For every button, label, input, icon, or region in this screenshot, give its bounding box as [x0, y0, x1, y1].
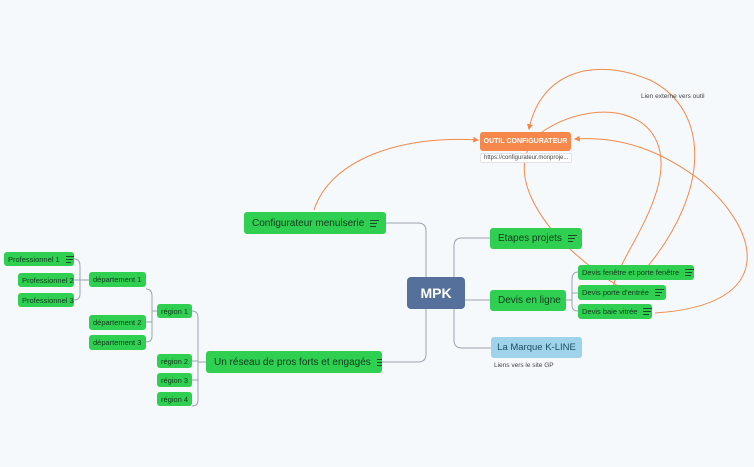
region-label: région 2 [161, 356, 189, 366]
note-lines-icon [562, 233, 577, 244]
note-lines-icon [60, 254, 74, 265]
devis-child-label: Devis baie vitrée [582, 307, 638, 316]
arrow-devis2-loop [523, 111, 662, 288]
tool-annotation: Lien externe vers outil [641, 93, 705, 100]
connector-reseau-regions [191, 310, 206, 407]
devis-child-2[interactable]: Devis porte d'entrée [578, 285, 666, 300]
connector-root-configurateur [386, 222, 427, 291]
region-label: région 1 [161, 306, 189, 316]
professionnel-2[interactable]: Professionnel 2 [18, 273, 74, 287]
professionnel-3[interactable]: Professionnel 3 [18, 293, 74, 307]
professionnel-label: Professionnel 2 [22, 275, 74, 285]
note-lines-icon [364, 218, 380, 229]
note-lines-icon [371, 357, 382, 368]
tool-node[interactable]: OUTIL CONFIGURATEUR [480, 132, 571, 151]
professionnel-1[interactable]: Professionnel 1 [4, 252, 74, 266]
connector-devis-children [566, 271, 579, 312]
departement-label: département 2 [93, 318, 142, 327]
region-label: région 4 [161, 394, 189, 404]
note-lines-icon [679, 267, 694, 278]
arrow-devis3-loop [573, 135, 748, 314]
devis-child-label: Devis fenêtre et porte fenêtre [582, 268, 680, 277]
reseau-label: Un réseau de pros forts et engagés [214, 356, 371, 368]
professionnel-label: Professionnel 1 [8, 254, 60, 264]
devis-label: Devis en ligne [498, 295, 561, 306]
professionnel-label: Professionnel 3 [22, 295, 74, 305]
marque-node[interactable]: La Marque K-LINE [491, 337, 582, 358]
departement-2[interactable]: département 2 [89, 315, 146, 330]
departement-label: département 1 [93, 275, 142, 284]
devis-child-1[interactable]: Devis fenêtre et porte fenêtre [578, 265, 694, 280]
marque-label: La Marque K-LINE [497, 342, 576, 353]
arrow-configurateur-to-tool [313, 136, 480, 211]
departement-label: département 3 [93, 338, 142, 347]
connector-root-etapes [453, 237, 490, 283]
region-label: région 3 [161, 375, 189, 385]
connector-root-reseau [382, 294, 427, 363]
configurateur-label: Configurateur menuiserie [252, 217, 365, 229]
departement-3[interactable]: département 3 [89, 335, 146, 350]
root-node[interactable]: MPK [407, 277, 465, 309]
reseau-node[interactable]: Un réseau de pros forts et engagés [206, 351, 382, 373]
region-4[interactable]: région 4 [157, 392, 192, 406]
note-lines-icon [637, 306, 652, 317]
root-label: MPK [420, 285, 452, 301]
region-2[interactable]: région 2 [157, 354, 192, 368]
connector-departement-professionnels [73, 258, 89, 301]
marque-note: Liens vers le site GP [494, 362, 554, 369]
devis-child-3[interactable]: Devis baie vitrée [578, 304, 652, 319]
connector-root-marque [453, 300, 491, 349]
note-lines-icon [649, 287, 664, 298]
arrow-devis1-loop [527, 68, 696, 267]
devis-child-label: Devis porte d'entrée [582, 288, 649, 297]
region-3[interactable]: région 3 [157, 373, 192, 387]
devis-node[interactable]: Devis en ligne [490, 290, 566, 311]
etapes-label: Etapes projets [498, 233, 562, 244]
region-1[interactable]: région 1 [157, 304, 192, 318]
configurateur-node[interactable]: Configurateur menuiserie [244, 212, 386, 234]
tool-label: OUTIL CONFIGURATEUR [483, 138, 568, 145]
tool-link[interactable]: https://configurateur.monproje... [480, 153, 573, 163]
connector-region-departements [145, 288, 157, 343]
etapes-node[interactable]: Etapes projets [490, 228, 582, 249]
departement-1[interactable]: département 1 [89, 272, 146, 287]
